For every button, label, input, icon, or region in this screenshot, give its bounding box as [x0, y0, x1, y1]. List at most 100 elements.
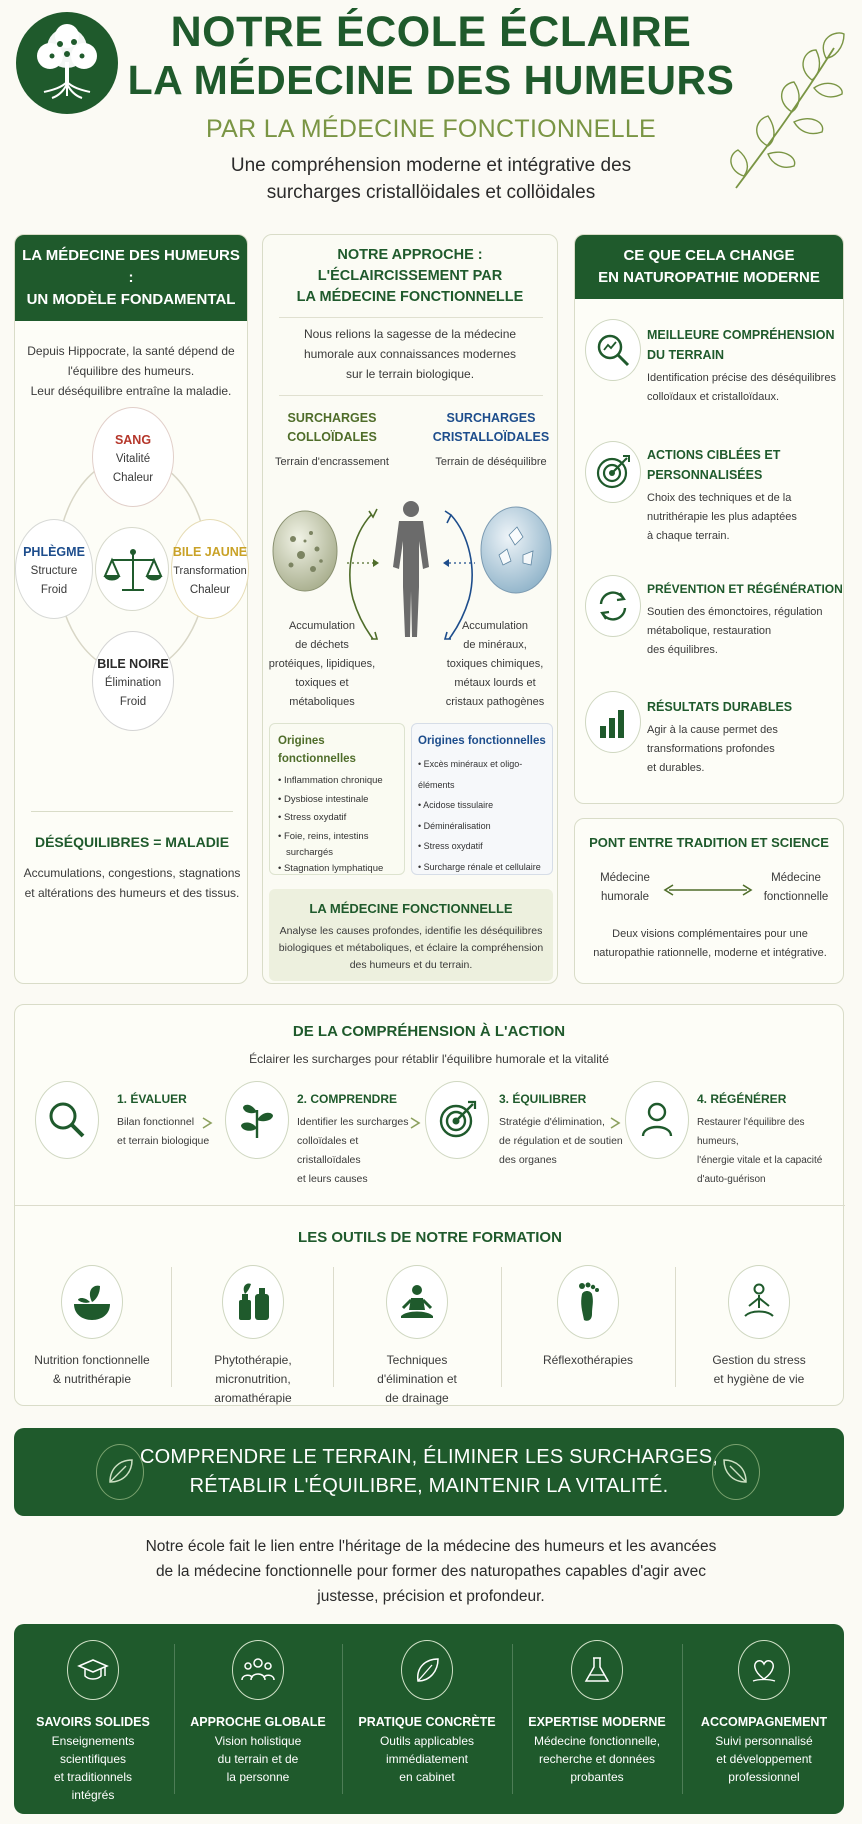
- colloidal-title: SURCHARGES COLLOÏDALES Terrain d'encrass…: [275, 411, 389, 468]
- approach-intro-line2: humorale aux connaissances modernes: [303, 347, 517, 361]
- colloid-sphere-icon: [271, 509, 339, 593]
- humor-sang: SANG Vitalité Chaleur: [92, 407, 174, 507]
- double-arrow-icon: [663, 883, 753, 897]
- change-item: ACTIONS CIBLÉES ET PERSONNALISÉES Choix …: [575, 441, 845, 561]
- target-icon: [425, 1081, 489, 1159]
- humors-diagram: SANG Vitalité Chaleur PHLÈGME Structure …: [15, 395, 249, 735]
- tagline-line1: Une compréhension moderne et intégrative…: [230, 155, 632, 176]
- value-item: EXPERTISE MODERNE Médecine fonctionnelle…: [514, 1640, 680, 1786]
- functional-medicine-box: LA MÉDECINE FONCTIONNELLE Analyse les ca…: [269, 889, 553, 981]
- bridge-right-line2: fonctionnelle: [763, 891, 829, 903]
- statement-line3: justesse, précision et profondeur.: [317, 1588, 545, 1605]
- crystal-description: Accumulation de minéraux, toxiques chimi…: [445, 620, 545, 708]
- changes-panel: CE QUE CELA CHANGE EN NATUROPATHIE MODER…: [574, 234, 844, 804]
- leaf-icon: [96, 1444, 144, 1500]
- desequilibres-line1: Accumulations, congestions, stagnations: [23, 866, 241, 880]
- yoga-icon: [728, 1265, 790, 1339]
- tool-item: Techniques d'élimination et de drainage: [335, 1265, 499, 1408]
- change-item: MEILLEURE COMPRÉHENSION DU TERRAIN Ident…: [575, 319, 845, 429]
- banner-line2: RÉTABLIR L'ÉQUILIBRE, MAINTENIR LA VITAL…: [189, 1475, 669, 1497]
- changes-panel-header: CE QUE CELA CHANGE EN NATUROPATHIE MODER…: [575, 235, 843, 299]
- bridge-line1: Deux visions complémentaires pour une: [612, 928, 808, 940]
- vitality-banner: COMPRENDRE LE TERRAIN, ÉLIMINER LES SURC…: [14, 1428, 844, 1516]
- list-item: • Stagnation lymphatique: [278, 863, 384, 874]
- bridge-panel: PONT ENTRE TRADITION ET SCIENCE Médecine…: [574, 818, 844, 984]
- humor-bile-jaune: BILE JAUNE Transformation Chaleur: [171, 519, 249, 619]
- desequilibres-line2: et altérations des humeurs et des tissus…: [24, 886, 240, 900]
- desequilibres-title: DÉSÉQUILIBRES = MALADIE: [34, 834, 230, 850]
- list-item: • Inflammation chronique: [278, 775, 383, 786]
- list-item: • Stress oxydatif: [418, 841, 483, 851]
- approach-header-line3: LA MÉDECINE FONCTIONNELLE: [296, 289, 524, 305]
- humors-intro-line1: Depuis Hippocrate, la santé dépend de: [27, 344, 235, 358]
- step-evaluer: 1. ÉVALUER Bilan fonctionnel et terrain …: [35, 1075, 225, 1165]
- value-item: SAVOIRS SOLIDES Enseignements scientifiq…: [14, 1640, 172, 1804]
- humors-intro-line3: Leur déséquilibre entraîne la maladie.: [30, 384, 232, 398]
- humor-phlegme: PHLÈGME Structure Froid: [15, 519, 93, 619]
- plant-icon: [225, 1081, 289, 1159]
- approach-panel: NOTRE APPROCHE : L'ÉCLAIRCISSEMENT PAR L…: [262, 234, 558, 984]
- divider: [342, 1644, 343, 1794]
- bridge-right-line1: Médecine: [771, 872, 821, 884]
- target-icon: [585, 441, 641, 503]
- list-item: • Déminéralisation: [418, 820, 491, 831]
- arrow-icon: [202, 1117, 213, 1129]
- divider: [333, 1267, 334, 1387]
- logo-tree-icon: [16, 12, 118, 114]
- list-item: • Excès minéraux et oligo-éléments: [418, 759, 523, 790]
- value-item: PRATIQUE CONCRÈTE Outils applicables imm…: [344, 1640, 510, 1786]
- origins-colloidal-box: Origines fonctionnelles • Inflammation c…: [269, 723, 405, 875]
- divider: [171, 1267, 172, 1387]
- leaf-icon: [401, 1640, 453, 1700]
- change-item: PRÉVENTION ET RÉGÉNÉRATION Soutien des é…: [575, 575, 845, 685]
- arrow-icon: [410, 1117, 421, 1129]
- heart-hand-icon: [738, 1640, 790, 1700]
- human-silhouette-icon: [333, 489, 489, 659]
- leaf-icon: [712, 1444, 760, 1500]
- value-item: ACCOMPAGNEMENT Suivi personnalisé et dév…: [684, 1640, 844, 1786]
- balance-scale-icon: [95, 527, 169, 611]
- divider: [675, 1267, 676, 1387]
- bar-chart-icon: [585, 691, 641, 753]
- list-item: • Foie, reins, intestins: [278, 830, 369, 842]
- divider: [15, 1205, 845, 1206]
- tool-item: Nutrition fonctionnelle & nutrithérapie: [15, 1265, 169, 1389]
- list-item: • Dysbiose intestinale: [278, 793, 369, 805]
- bridge-left-line2: humorale: [601, 891, 649, 903]
- approach-intro-line3: sur le terrain biologique.: [345, 367, 475, 381]
- divider: [31, 811, 233, 812]
- meditation-icon: [386, 1265, 448, 1339]
- divider: [512, 1644, 513, 1794]
- action-section: DE LA COMPRÉHENSION À L'ACTION Éclairer …: [14, 1004, 845, 1408]
- page-title-line1: NOTRE ÉCOLE ÉCLAIRE: [170, 8, 692, 56]
- step-comprendre: 2. COMPRENDRE Identifier les surcharges …: [225, 1075, 415, 1185]
- list-item: • Stress oxydatif: [278, 812, 347, 823]
- step-equilibrer: 3. ÉQUILIBRER Stratégie d'élimination, d…: [425, 1075, 625, 1166]
- humors-panel: LA MÉDECINE DES HUMEURS : UN MODÈLE FOND…: [14, 234, 249, 984]
- bridge-left-line1: Médecine: [600, 872, 650, 884]
- people-icon: [232, 1640, 284, 1700]
- person-icon: [625, 1081, 689, 1159]
- humors-intro-line2: l'équilibre des humeurs.: [67, 364, 195, 378]
- bottles-icon: [222, 1265, 284, 1339]
- tagline-line2: surcharges cristallöidales et collöidale…: [266, 182, 596, 203]
- divider: [501, 1267, 502, 1387]
- tool-item: Gestion du stress et hygiène de vie: [677, 1265, 841, 1389]
- step-regenerer: 4. RÉGÉNÉRER Restaurer l'équilibre des h…: [625, 1075, 841, 1185]
- values-footer: SAVOIRS SOLIDES Enseignements scientifiq…: [14, 1624, 844, 1814]
- bridge-line2: naturopathie rationnelle, moderne et int…: [593, 947, 827, 959]
- origins-crystal-box: Origines fonctionnelles • Excès minéraux…: [411, 723, 553, 875]
- tool-item: Phytothérapie, micronutrition, aromathér…: [173, 1265, 333, 1408]
- action-subtitle: Éclairer les surcharges pour rétablir l'…: [249, 1052, 609, 1066]
- tool-item: Réflexothérapies: [503, 1265, 673, 1370]
- divider: [682, 1644, 683, 1794]
- approach-intro-line1: Nous relions la sagesse de la médecine: [303, 327, 517, 341]
- list-item: • Surcharge rénale et cellulaire: [418, 861, 541, 872]
- colloidal-description: Accumulation de déchets protéiques, lipi…: [268, 620, 376, 708]
- flask-icon: [571, 1640, 623, 1700]
- graduation-cap-icon: [67, 1640, 119, 1700]
- bowl-leaf-icon: [61, 1265, 123, 1339]
- tools-title: LES OUTILS DE NOTRE FORMATION: [298, 1229, 562, 1246]
- page-title-line2: LA MÉDECINE DES HUMEURS: [127, 57, 735, 103]
- foot-icon: [557, 1265, 619, 1339]
